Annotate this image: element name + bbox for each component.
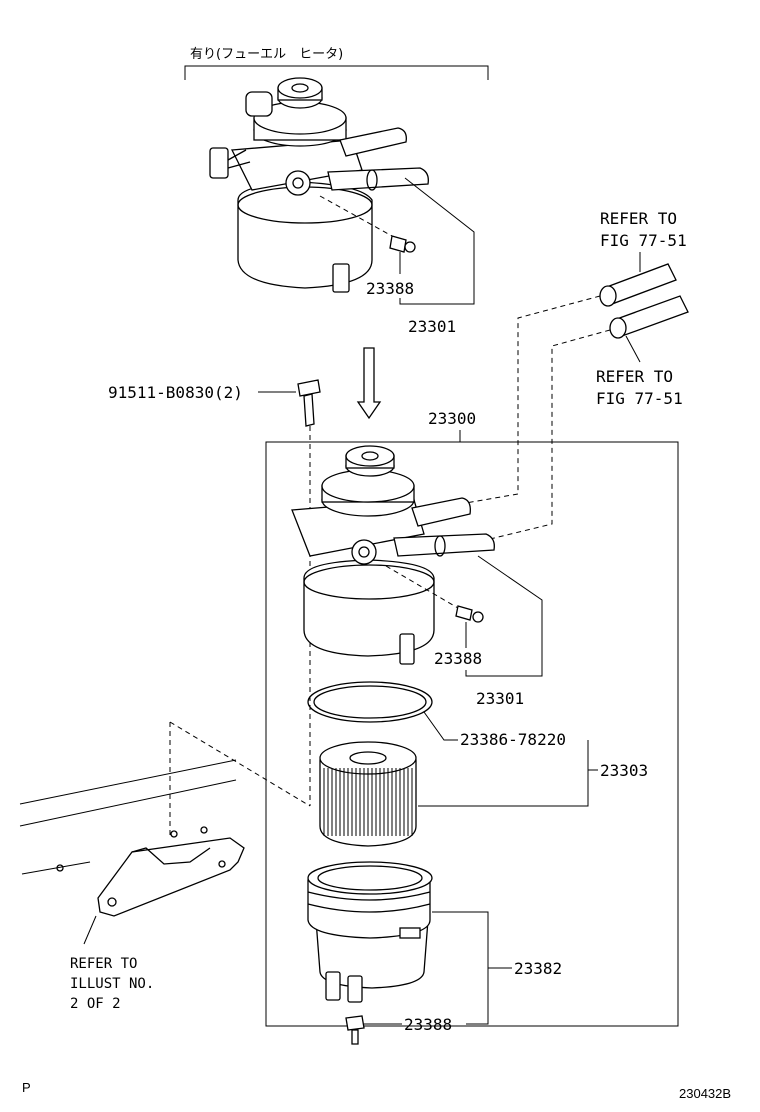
filter-case-illustration [307,861,433,1003]
label-mid-23388: 23388 [434,649,482,668]
figure-code: 230432B [679,1086,731,1101]
refer-upper-line1: REFER TO [600,209,677,228]
leader-top-23301 [399,177,475,305]
bolt-illustration [297,379,321,427]
upper-filter-head-illustration [209,77,429,293]
label-element-23303: 23303 [600,761,648,780]
label-mid-23301: 23301 [476,689,524,708]
label-case-23382: 23382 [514,959,562,978]
refer-illust-line2: ILLUST NO. [70,976,154,992]
refer-lower-line1: REFER TO [596,367,673,386]
label-assembly-23300: 23300 [428,409,476,428]
assembly-box [265,441,679,1027]
leader-mid-23301 [465,555,543,677]
filter-element-illustration [319,741,417,847]
mounting-bracket-illustration [19,721,311,917]
refer-illust-line3: 2 OF 2 [70,996,121,1012]
label-bottom-23388: 23388 [404,1015,452,1034]
label-top-23388: 23388 [366,279,414,298]
mid-filter-head-illustration [291,445,495,665]
label-bolt: 91511-B0830(2) [108,383,243,402]
drain-screw-illustration [345,1015,365,1045]
label-top-23301: 23301 [408,317,456,336]
header-bracket [184,65,489,80]
down-arrow [356,347,382,420]
fuel-heater-note: 有り(フューエル ヒータ) [190,47,343,62]
fuel-hose-illustration [599,263,689,339]
o-ring-illustration [307,681,433,723]
refer-lower-line2: FIG 77-51 [596,389,683,408]
refer-upper-line2: FIG 77-51 [600,231,687,250]
label-oring: 23386-78220 [460,730,566,749]
corner-code-left: P [22,1080,31,1095]
refer-illust-line1: REFER TO [70,956,137,972]
